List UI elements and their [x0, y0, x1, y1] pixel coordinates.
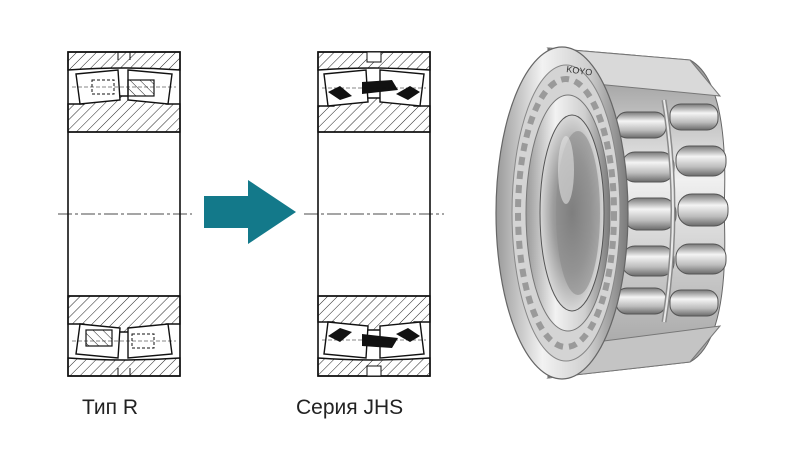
roller-row-left	[615, 111, 677, 315]
jhs-series-section-drawing	[304, 51, 444, 377]
type-r-section-drawing	[58, 51, 192, 377]
spherical-roller-bearing-illustration: KOYO	[495, 46, 729, 380]
roller-row-right	[669, 103, 729, 317]
type-r-caption: Тип R	[82, 396, 139, 419]
transition-arrow	[204, 180, 296, 244]
jhs-series-caption: Серия JHS	[296, 396, 404, 419]
koyo-brand-mark: KOYO	[566, 64, 593, 78]
